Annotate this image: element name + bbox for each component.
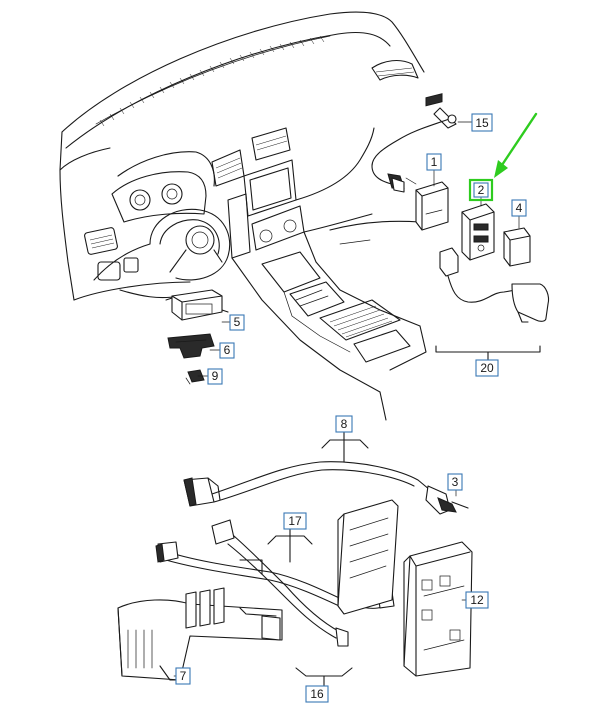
label-1-text: 1 (431, 155, 438, 169)
label-3-text: 3 (452, 475, 459, 489)
label-16: 16 (305, 685, 329, 703)
part-2-hub (461, 203, 495, 261)
label-2-highlighted: 2 (468, 178, 494, 202)
part-1-socket (415, 93, 449, 231)
label-8: 8 (335, 415, 353, 433)
part-20-cable (435, 247, 550, 361)
label-12-text: 12 (470, 593, 484, 607)
label-6-text: 6 (224, 343, 231, 357)
label-4: 4 (511, 199, 527, 217)
label-2-text: 2 (478, 183, 485, 197)
label-8-text: 8 (341, 417, 348, 431)
label-20-text: 20 (480, 361, 494, 375)
part-4-cover (503, 227, 531, 267)
label-5: 5 (229, 314, 245, 331)
label-4-text: 4 (516, 201, 523, 215)
label-20: 20 (475, 359, 499, 377)
wiring-illustration (117, 431, 473, 689)
label-17-text: 17 (288, 514, 302, 528)
leader-lines (173, 121, 520, 677)
label-9-text: 9 (212, 369, 219, 383)
label-7: 7 (175, 667, 191, 685)
part-5-module (165, 289, 229, 321)
label-7-text: 7 (180, 669, 187, 683)
label-6: 6 (219, 342, 235, 359)
highlight-arrow (494, 112, 538, 178)
label-15: 15 (471, 113, 493, 132)
antenna-cable (371, 107, 457, 193)
label-3: 3 (447, 473, 463, 491)
label-9: 9 (207, 368, 223, 385)
label-16-text: 16 (310, 687, 324, 701)
label-17: 17 (283, 512, 307, 530)
part-6-bracket (167, 333, 215, 359)
label-5-text: 5 (234, 315, 241, 329)
dashboard-illustration (59, 11, 427, 421)
part-9-clip (185, 369, 205, 385)
label-12: 12 (465, 591, 489, 609)
label-1: 1 (426, 153, 442, 171)
label-15-text: 15 (475, 116, 489, 130)
